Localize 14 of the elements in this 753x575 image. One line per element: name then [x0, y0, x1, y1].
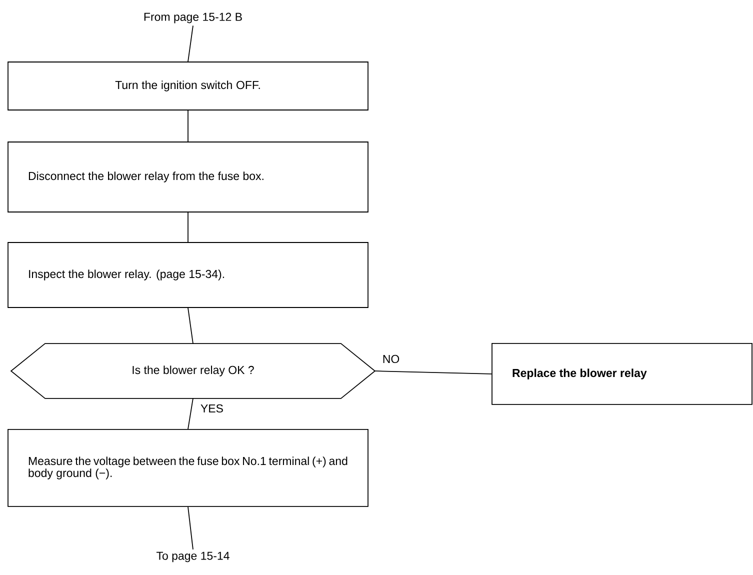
connector-line [188, 398, 194, 430]
process-box: Measure the voltage between the fuse box No.1 terminal (+) and body ground (−). [8, 429, 368, 507]
connector-line [374, 370, 492, 374]
process-box: Turn the ignition switch OFF. [8, 62, 368, 110]
process-box: Inspect the blower relay. (page 15-34). [8, 242, 368, 308]
edge-label: YES [199, 403, 224, 414]
connector-line [188, 307, 194, 344]
connector-text: From page 15-12 B [144, 12, 242, 24]
connector-line [188, 25, 194, 62]
edge-label: NO [381, 354, 401, 364]
connector-line [188, 506, 194, 550]
process-box: Replace the blower relay [492, 343, 752, 405]
connector-text: To page 15-14 [156, 552, 230, 562]
process-box: Disconnect the blower relay from the fuse box. [8, 142, 368, 212]
